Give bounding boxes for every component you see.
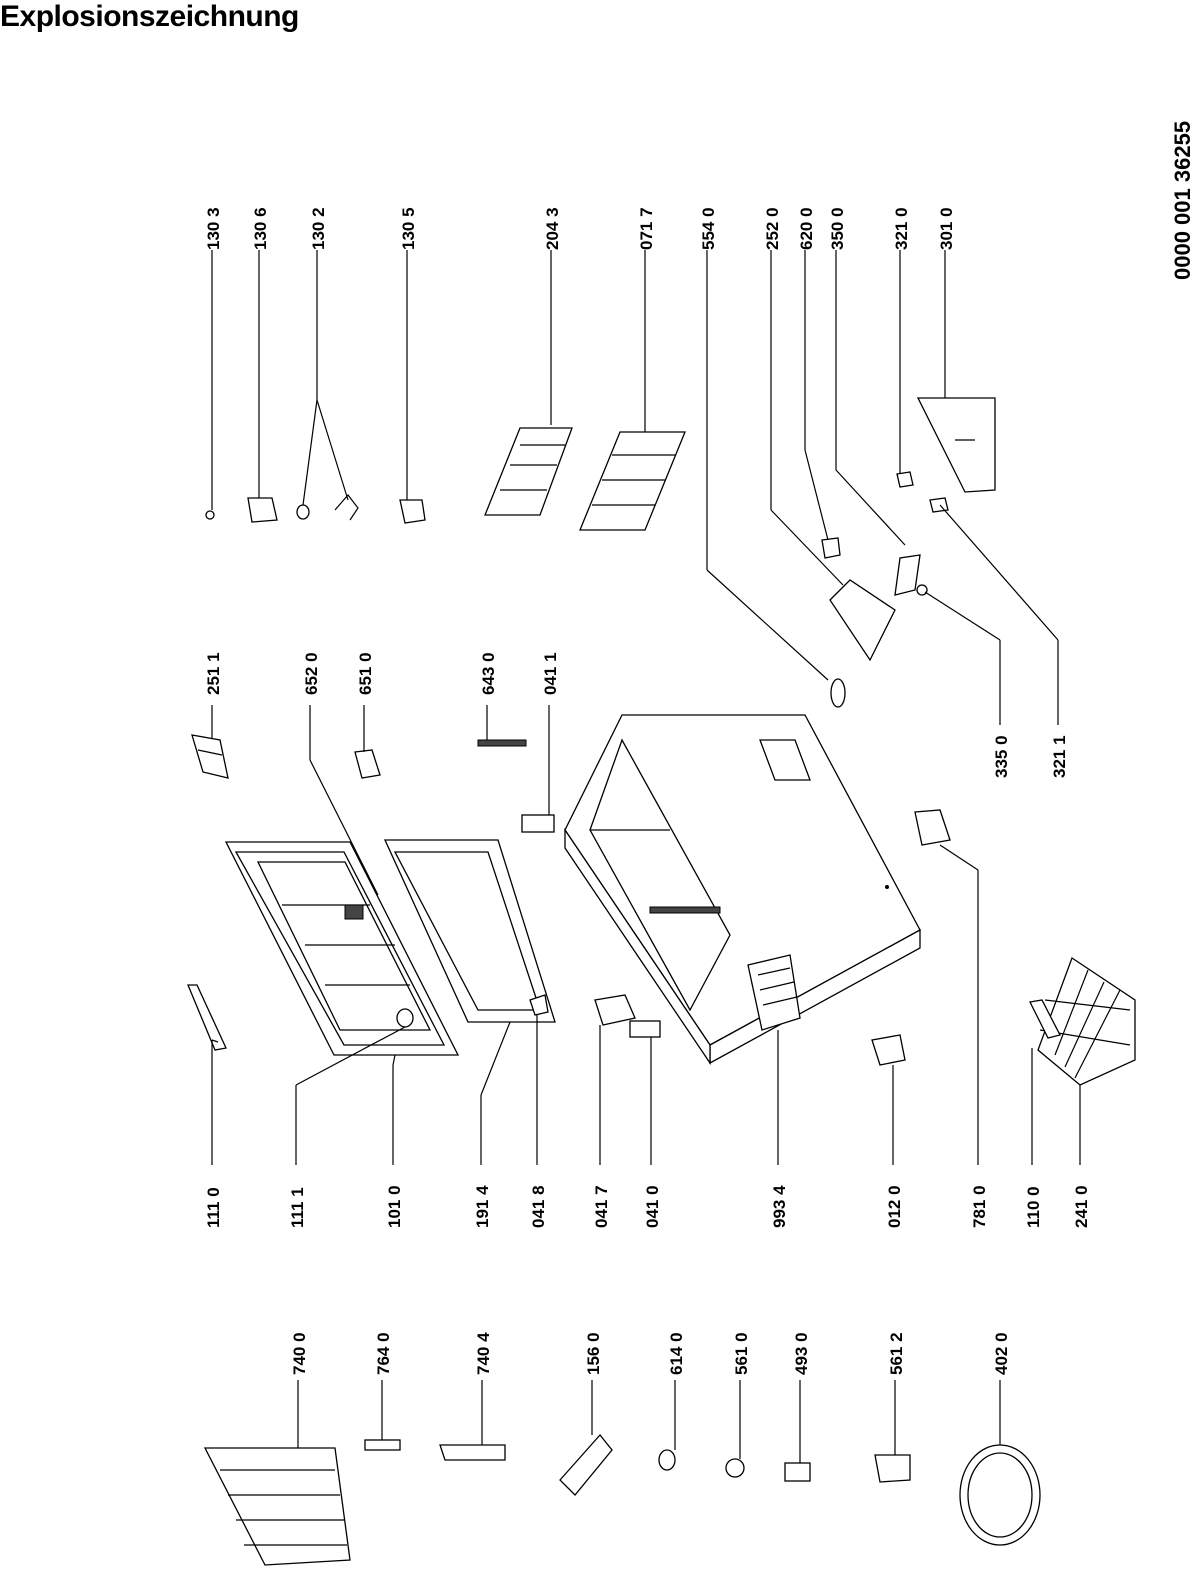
- label-781-0: 781 0: [970, 1185, 989, 1228]
- lid: [224, 841, 460, 1056]
- part-labels-middle-row: 251 1 652 0 651 0 643 0 041 1: [204, 652, 560, 695]
- label-993-4: 993 4: [770, 1185, 789, 1228]
- label-350-0: 350 0: [828, 207, 847, 250]
- label-651-0: 651 0: [356, 652, 375, 695]
- label-561-0: 561 0: [732, 1332, 751, 1375]
- label-620-0: 620 0: [797, 207, 816, 250]
- label-321-1: 321 1: [1050, 735, 1069, 778]
- label-643-0: 643 0: [479, 652, 498, 695]
- label-252-0: 252 0: [763, 207, 782, 250]
- label-335-0: 335 0: [992, 735, 1011, 778]
- label-012-0: 012 0: [885, 1185, 904, 1228]
- label-110-0: 110 0: [1024, 1186, 1043, 1228]
- label-241-0: 241 0: [1072, 1185, 1091, 1228]
- label-554-0: 554 0: [699, 207, 718, 250]
- label-764-0: 764 0: [374, 1332, 393, 1375]
- label-614-0: 614 0: [667, 1332, 686, 1375]
- label-740-4: 740 4: [474, 1332, 493, 1375]
- part-labels-left-column: 740 0 764 0 740 4 156 0 614 0 561 0 493 …: [290, 1332, 1011, 1375]
- label-251-1: 251 1: [204, 652, 223, 695]
- label-130-2: 130 2: [309, 207, 328, 250]
- label-130-6: 130 6: [251, 207, 270, 250]
- label-301-0: 301 0: [937, 207, 956, 250]
- small-parts-left: [187, 954, 906, 1066]
- label-561-2: 561 2: [887, 1332, 906, 1375]
- leader-lines-top: [211, 250, 1059, 725]
- label-191-4: 191 4: [473, 1185, 492, 1228]
- label-493-0: 493 0: [792, 1332, 811, 1375]
- label-101-0: 101 0: [385, 1185, 404, 1228]
- label-041-7: 041 7: [592, 1185, 611, 1228]
- small-parts-top: [191, 734, 951, 846]
- leader-lines-bottom: [211, 1015, 1081, 1165]
- label-204-3: 204 3: [543, 207, 562, 250]
- label-652-0: 652 0: [302, 652, 321, 695]
- label-111-1: 111 1: [288, 1187, 307, 1228]
- label-041-8: 041 8: [529, 1185, 548, 1228]
- part-labels-bottom-row: 111 0 111 1 101 0 191 4 041 8 041 7 041 …: [204, 1185, 1091, 1228]
- leader-lines-middle: [211, 705, 979, 1165]
- label-130-3: 130 3: [204, 207, 223, 250]
- label-071-7: 071 7: [637, 207, 656, 250]
- small-parts-upper-row: [205, 397, 996, 708]
- label-041-0: 041 0: [643, 1185, 662, 1228]
- label-740-0: 740 0: [290, 1332, 309, 1375]
- label-156-0: 156 0: [584, 1332, 603, 1375]
- leader-lines-left-column: [297, 1380, 1001, 1463]
- basket: [1029, 957, 1136, 1086]
- label-111-0: 111 0: [204, 1187, 223, 1228]
- label-041-1: 041 1: [541, 652, 560, 695]
- small-parts-left-column: [203, 1433, 1041, 1566]
- label-130-5: 130 5: [399, 207, 418, 250]
- page-title: Explosionszeichnung: [0, 0, 299, 33]
- label-321-0: 321 0: [892, 207, 911, 250]
- part-labels-top-row: 130 3 130 6 130 2 130 5 204 3 071 7 554 …: [204, 207, 1069, 778]
- label-402-0: 402 0: [992, 1332, 1011, 1375]
